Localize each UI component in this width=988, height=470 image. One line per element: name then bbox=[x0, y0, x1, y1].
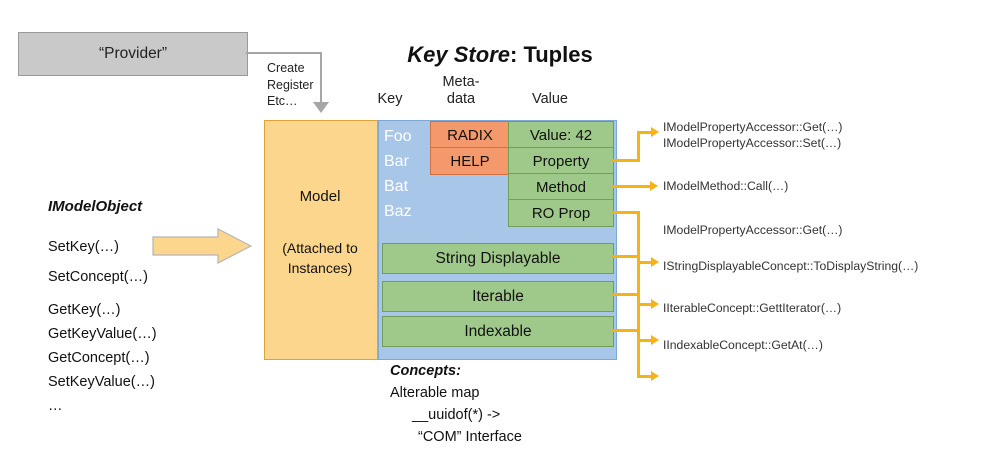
column-header-value: Value bbox=[531, 91, 568, 107]
page-title: Key Store: Tuples bbox=[350, 42, 650, 68]
concepts-line: __uuidof(*) -> bbox=[412, 407, 501, 423]
value-cell: RO Prop bbox=[508, 199, 614, 227]
annotation-text: IModelPropertyAccessor::Get(…) IModelPro… bbox=[663, 120, 843, 150]
annotation-connector-3-horizontal2 bbox=[637, 303, 653, 306]
imodelobject-title: IModelObject bbox=[48, 198, 143, 215]
title-rest: : Tuples bbox=[510, 42, 593, 67]
annotation-connector-0-horizontal2 bbox=[637, 131, 653, 134]
annotation-arrowhead-3-icon bbox=[651, 299, 659, 309]
model-sublabel: (Attached to Instances) bbox=[282, 240, 358, 276]
imodelobject-method-list: SetKey(…) SetConcept(…) GetKey(…) GetKey… bbox=[48, 232, 223, 418]
provider-label: “Provider” bbox=[98, 45, 168, 62]
column-header-metadata: Meta- data bbox=[442, 74, 480, 107]
annotation-connector-5-horizontal2 bbox=[637, 375, 653, 378]
annotation-connector-5-horizontal bbox=[612, 329, 640, 332]
method-item: SetKeyValue(…) bbox=[48, 374, 155, 390]
annotation-connector-5-vertical bbox=[637, 329, 640, 377]
method-item: GetKeyValue(…) bbox=[48, 326, 157, 342]
provider-connector-vertical bbox=[320, 52, 322, 104]
concept-band: Iterable bbox=[382, 281, 614, 312]
value-cell: Property bbox=[508, 147, 614, 175]
annotation-text: IStringDisplayableConcept::ToDisplayStri… bbox=[663, 259, 919, 273]
concept-band: Indexable bbox=[382, 316, 614, 347]
value-cell: Value: 42 bbox=[508, 121, 614, 149]
annotation-connector-3-vertical bbox=[637, 255, 640, 305]
annotation-connector-2-vertical bbox=[637, 211, 640, 263]
annotation-arrowhead-1-icon bbox=[650, 181, 658, 191]
provider-connector-arrowhead-icon bbox=[313, 102, 329, 113]
annotation-connector-2-horizontal2 bbox=[637, 261, 653, 264]
annotation-text: IIterableConcept::GettIterator(…) bbox=[663, 301, 842, 315]
concepts-line: Alterable map bbox=[390, 385, 480, 401]
annotation-connector-0-horizontal bbox=[612, 159, 640, 162]
annotation-arrowhead-5-icon bbox=[651, 371, 659, 381]
provider-box: “Provider” bbox=[18, 32, 248, 76]
create-register-label: Create Register Etc… bbox=[267, 61, 314, 108]
annotation-arrowhead-0-icon bbox=[651, 127, 659, 137]
annotation-connector-3-horizontal bbox=[612, 255, 640, 258]
annotation-text: IIndexableConcept::GetAt(…) bbox=[663, 338, 823, 352]
method-item: GetConcept(…) bbox=[48, 350, 150, 366]
metadata-cell: HELP bbox=[430, 147, 510, 175]
key-list: Foo Bar Bat Baz bbox=[384, 124, 430, 224]
concepts-line: “COM” Interface bbox=[418, 429, 522, 445]
annotation-connector-2-horizontal bbox=[612, 211, 640, 214]
annotation-connector-1-horizontal bbox=[612, 185, 652, 188]
model-label: Model bbox=[299, 188, 341, 205]
method-item: GetKey(…) bbox=[48, 302, 121, 318]
annotation-arrowhead-2-icon bbox=[651, 257, 659, 267]
method-item: … bbox=[48, 398, 63, 414]
value-cell: Method bbox=[508, 173, 614, 201]
provider-connector-horizontal bbox=[246, 52, 322, 54]
key-item: Bar bbox=[384, 153, 409, 170]
annotation-connector-4-vertical bbox=[637, 293, 640, 341]
key-item: Baz bbox=[384, 203, 412, 220]
title-emphasis: Key Store bbox=[407, 42, 510, 67]
method-item: SetConcept(…) bbox=[48, 269, 148, 285]
model-box bbox=[264, 120, 378, 360]
concepts-block: Concepts: Alterable map __uuidof(*) -> “… bbox=[390, 360, 640, 448]
annotation-text: IModelMethod::Call(…) bbox=[663, 179, 789, 193]
metadata-cell: RADIX bbox=[430, 121, 510, 149]
annotation-connector-0-vertical bbox=[637, 131, 640, 162]
concepts-title: Concepts: bbox=[390, 363, 461, 379]
annotation-connector-4-horizontal bbox=[612, 293, 640, 296]
annotation-connector-4-horizontal2 bbox=[637, 339, 653, 342]
method-item: SetKey(…) bbox=[48, 239, 119, 255]
flow-block-arrow-icon bbox=[152, 228, 252, 264]
annotation-arrowhead-4-icon bbox=[651, 335, 659, 345]
concept-band: String Displayable bbox=[382, 243, 614, 274]
key-item: Bat bbox=[384, 178, 409, 195]
annotation-text: IModelPropertyAccessor::Get(…) bbox=[663, 223, 843, 237]
key-item: Foo bbox=[384, 128, 412, 145]
column-header-key: Key bbox=[377, 91, 403, 107]
